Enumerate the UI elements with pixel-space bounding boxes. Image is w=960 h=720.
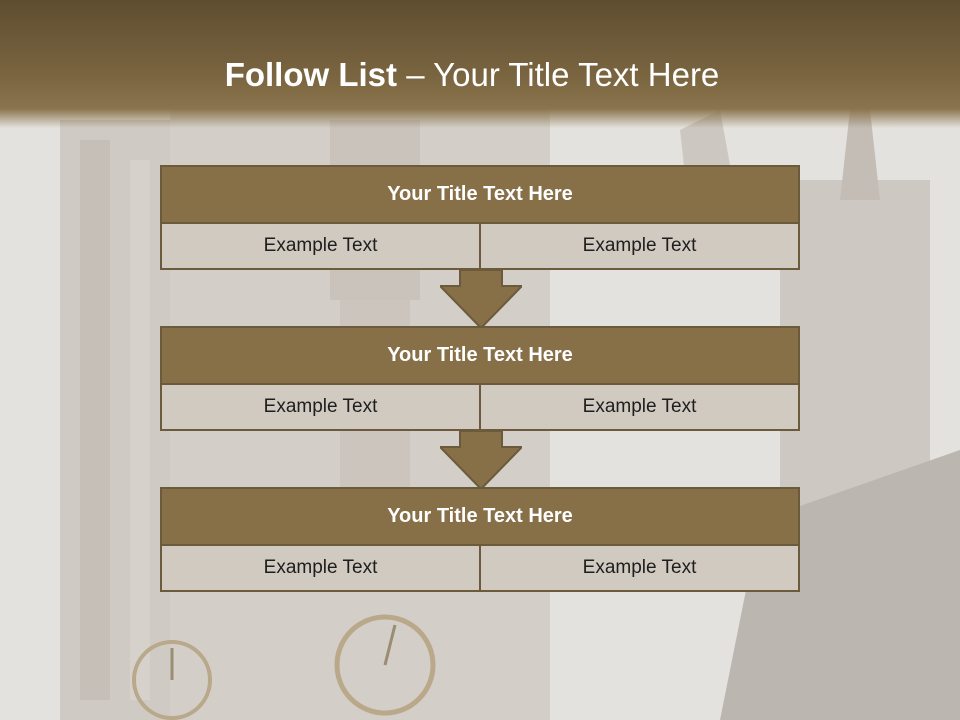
step-1-right-text: Example Text bbox=[479, 224, 798, 268]
step-2-left-text: Example Text bbox=[162, 385, 479, 429]
step-2-right-text: Example Text bbox=[479, 385, 798, 429]
step-3-right-text: Example Text bbox=[479, 546, 798, 590]
down-arrow-icon bbox=[440, 270, 522, 328]
step-title-3: Your Title Text Here bbox=[162, 489, 798, 546]
slide-title: Follow List – Your Title Text Here bbox=[0, 56, 944, 94]
slide-header-band bbox=[0, 0, 960, 128]
slide-title-bold: Follow List bbox=[224, 56, 398, 93]
step-title-2: Your Title Text Here bbox=[162, 328, 798, 385]
step-title-1: Your Title Text Here bbox=[162, 167, 798, 224]
step-box-1: Your Title Text Here Example Text Exampl… bbox=[160, 165, 800, 270]
step-box-2: Your Title Text Here Example Text Exampl… bbox=[160, 326, 800, 431]
step-box-3: Your Title Text Here Example Text Exampl… bbox=[160, 487, 800, 592]
down-arrow-icon bbox=[440, 431, 522, 489]
step-3-left-text: Example Text bbox=[162, 546, 479, 590]
slide-title-rest: – Your Title Text Here bbox=[397, 56, 720, 93]
step-1-left-text: Example Text bbox=[162, 224, 479, 268]
